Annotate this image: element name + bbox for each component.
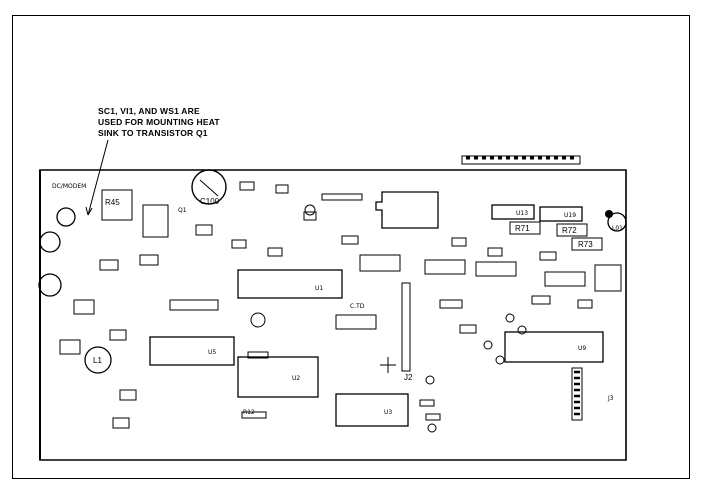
- small-ics: [169, 254, 622, 330]
- top-header-connector: [461, 155, 581, 165]
- ic-u9: U9: [504, 331, 604, 363]
- j2-label: J2: [404, 373, 413, 382]
- heat-sink-area: R45 Q1: [101, 189, 187, 238]
- ic-u5: U5: [149, 336, 235, 366]
- resistors-r71-r73: R71 R72 R73: [509, 221, 603, 251]
- board-outline: [39, 169, 627, 461]
- j3-label: J3: [607, 395, 614, 402]
- c100-label: C100: [200, 197, 220, 206]
- callout-line-3: SINK TO TRANSISTOR Q1: [98, 128, 208, 138]
- drawing-frame: [12, 15, 690, 479]
- leader-arrowhead: [85, 206, 93, 216]
- ic-u3: U3: [335, 393, 409, 427]
- connector-j2: J2: [401, 282, 413, 382]
- p12-label: R12: [243, 409, 255, 416]
- connector-block: [375, 191, 439, 229]
- callout-leader: [87, 139, 109, 216]
- u1-label: U1: [315, 285, 323, 292]
- connector-j3: J3: [571, 367, 614, 421]
- r45-label: R45: [105, 198, 120, 207]
- dcmodem-label: DC/MODEM: [52, 183, 86, 190]
- inductor-l01: L01: [605, 210, 627, 232]
- r72-label: R72: [562, 226, 577, 235]
- ic-u19: U19: [539, 206, 583, 222]
- callout-line-2: USED FOR MOUNTING HEAT: [98, 117, 220, 127]
- u2-label: U2: [292, 375, 300, 382]
- u13-label: U13: [516, 210, 528, 217]
- l1-label: L1: [93, 356, 102, 365]
- r71-label: R71: [515, 224, 530, 233]
- callout-line-1: SC1, VI1, AND WS1 ARE: [98, 106, 200, 116]
- ic-u2: U2: [237, 356, 319, 398]
- left-capacitors: L1: [38, 207, 112, 374]
- ctd-label: C.TD: [350, 303, 365, 310]
- u9-label: U9: [578, 345, 586, 352]
- l01-label: L01: [612, 225, 623, 232]
- ic-u1: U1: [237, 269, 343, 299]
- misc-components: [59, 181, 593, 433]
- q1-label: Q1: [178, 207, 187, 214]
- capacitor-c100: C100: [191, 169, 227, 206]
- heat-sink-callout: SC1, VI1, AND WS1 ARE USED FOR MOUNTING …: [98, 106, 258, 139]
- u3-label: U3: [384, 409, 392, 416]
- r73-label: R73: [578, 240, 593, 249]
- ic-u13: U13: [491, 204, 535, 220]
- u5-label: U5: [208, 349, 216, 356]
- u19-label: U19: [564, 212, 576, 219]
